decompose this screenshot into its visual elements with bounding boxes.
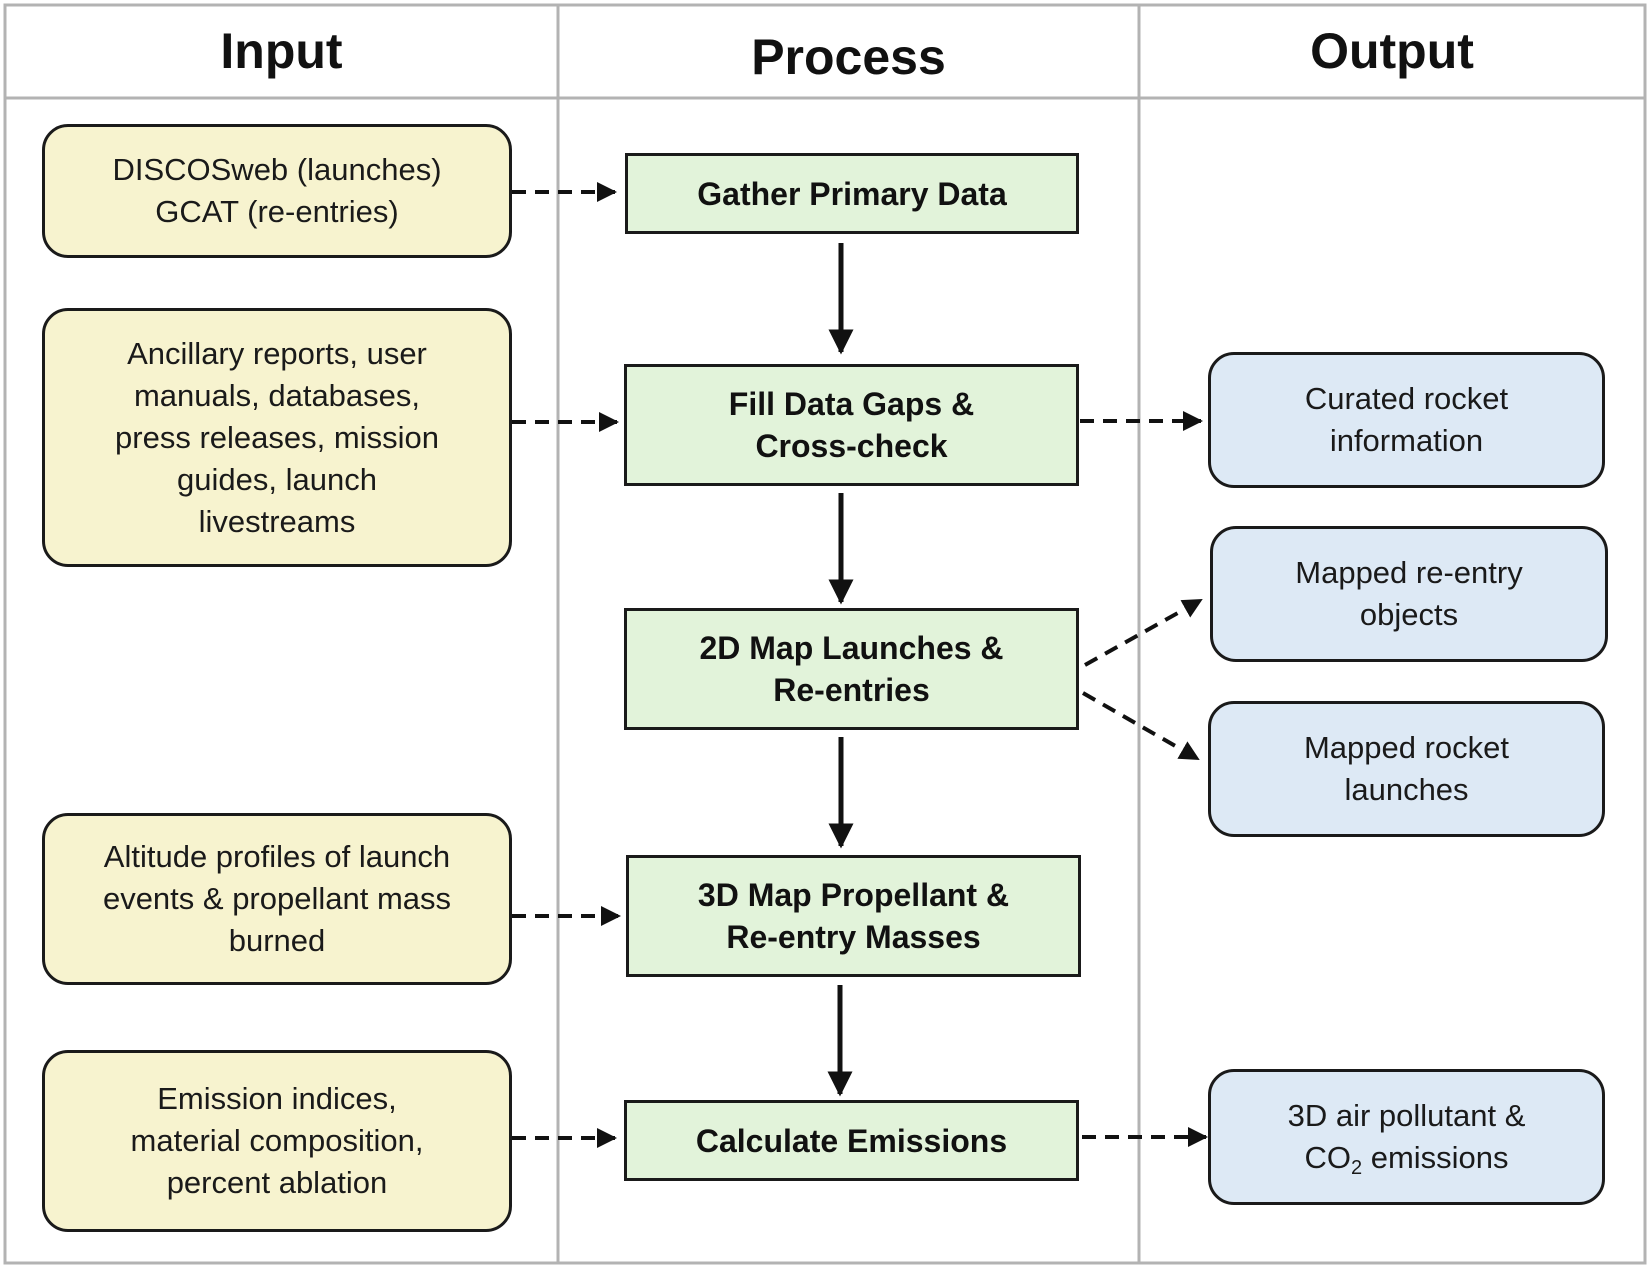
process-gather-text: Gather Primary Data [697,175,1007,212]
output-mapped-reentry: Mapped re-entry objects [1210,526,1608,662]
process-calculate-text: Calculate Emissions [695,1122,1008,1159]
input-emission-indices-text: Emission indices, material composition, … [130,1081,424,1200]
output-emissions-line2: CO2 emissions [1288,1137,1526,1179]
process-fill-data-gaps: Fill Data Gaps & Cross-check [624,364,1079,486]
table-border [3,3,1647,1265]
input-ancillary: Ancillary reports, user manuals, databas… [42,308,512,567]
input-ancillary-text: Ancillary reports, user manuals, databas… [115,335,439,539]
output-mapped-reentry-text: Mapped re-entry objects [1295,555,1523,632]
output-mapped-launches: Mapped rocket launches [1208,701,1605,837]
output-curated-info: Curated rocket information [1208,352,1605,488]
arrow-2d-to-reentry [1084,598,1203,667]
column-header-process: Process [751,29,946,85]
column-header-input: Input [220,23,343,79]
process-3d-map: 3D Map Propellant & Re-entry Masses [626,855,1081,977]
process-2d-map: 2D Map Launches & Re-entries [624,608,1079,730]
input-emission-indices: Emission indices, material composition, … [42,1050,512,1232]
input-primary-sources-text: DISCOSweb (launches) GCAT (re-entries) [112,152,442,229]
process-3d-map-text: 3D Map Propellant & Re-entry Masses [697,877,1010,955]
process-2d-map-text: 2D Map Launches & Re-entries [699,630,1004,708]
output-curated-text: Curated rocket information [1304,381,1509,458]
output-emissions-rest: emissions [1362,1140,1509,1175]
input-primary-sources: DISCOSweb (launches) GCAT (re-entries) [42,124,512,258]
process-fill-gaps-text: Fill Data Gaps & Cross-check [728,386,975,464]
output-emissions-line1: 3D air pollutant & [1287,1098,1526,1133]
process-gather-primary-data: Gather Primary Data [625,153,1079,234]
input-altitude-profiles-text: Altitude profiles of launch events & pro… [102,839,452,958]
column-header-output: Output [1310,23,1474,79]
process-calculate-emissions: Calculate Emissions [624,1100,1079,1181]
output-emissions-co: CO [1304,1140,1351,1175]
arrow-2d-to-launches [1082,691,1200,761]
output-emissions-subscript: 2 [1350,1157,1363,1179]
output-mapped-launches-text: Mapped rocket launches [1303,730,1510,807]
output-emissions: 3D air pollutant & CO2 emissions [1208,1069,1605,1205]
input-altitude-profiles: Altitude profiles of launch events & pro… [42,813,512,985]
output-emissions-text: 3D air pollutant & CO2 emissions [1288,1095,1526,1179]
